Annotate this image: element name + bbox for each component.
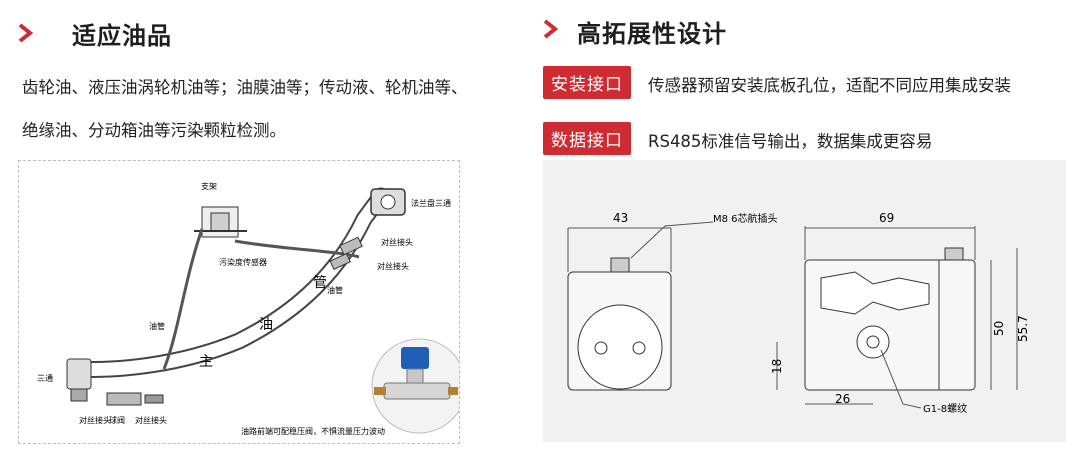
dim-height-outer: 55.7 — [1016, 315, 1030, 342]
tag-install-interface: 安装接口 — [543, 66, 631, 99]
label-ball-valve: 球阀 — [109, 415, 125, 425]
label-oil-pipe-left: 油管 — [149, 321, 165, 331]
dimension-drawing: 43 M8 6芯航插头 69 50 55.7 18 26 G1-8螺纹 — [543, 160, 1066, 442]
oil-types-line-1: 齿轮油、液压油涡轮机油等；油膜油等；传动液、轮机油等、 — [22, 78, 468, 97]
ball-valve-fitting — [106, 392, 164, 406]
dim-side-width: 69 — [879, 211, 894, 225]
oil-types-line-2: 绝缘油、分动箱油等污染颗粒检测。 — [22, 121, 286, 140]
side-view — [776, 226, 1018, 409]
flange-tee-fitting — [370, 188, 406, 216]
main-pipe-char-1: 主 — [199, 354, 213, 370]
install-interface-text: 传感器预留安装底板孔位，适配不同应用集成安装 — [648, 76, 1011, 95]
label-connector-c: 对丝接头 — [79, 415, 111, 425]
section-title-extensibility: 高拓展性设计 — [577, 20, 727, 48]
chevron-right-icon — [18, 23, 34, 43]
label-connector-a: 对丝接头 — [381, 237, 413, 247]
thread-label: G1-8螺纹 — [923, 402, 967, 415]
data-interface-text: RS485标准信号输出，数据集成更容易 — [648, 132, 933, 151]
tee-fitting — [66, 358, 92, 402]
connector-label: M8 6芯航插头 — [713, 212, 778, 225]
front-view — [567, 221, 714, 391]
diagram-note: 油路前端可配稳压阀，不惧流量压力波动 — [241, 426, 385, 436]
pressure-valve-inset — [371, 338, 467, 434]
main-pipe-char-3: 管 — [313, 275, 327, 291]
section-title-oil-types: 适应油品 — [72, 22, 172, 50]
dim-port-height: 18 — [770, 359, 784, 374]
label-connector-d: 对丝接头 — [135, 415, 167, 425]
label-connector-b: 对丝接头 — [377, 261, 409, 271]
dim-port-offset: 26 — [835, 392, 850, 406]
tag-data-interface: 数据接口 — [543, 122, 631, 155]
label-oil-pipe-upper: 油管 — [327, 285, 343, 295]
main-pipe-char-2: 油 — [259, 317, 273, 333]
chevron-right-icon — [543, 19, 559, 39]
pollution-sensor-drawing — [194, 206, 247, 238]
dim-height-inner: 50 — [992, 321, 1006, 336]
dim-front-width: 43 — [613, 211, 628, 225]
installation-diagram: 主 油 管 支架 污染度传感器 法兰盘三通 对丝接头 对丝接头 油管 油管 三通… — [18, 160, 467, 444]
label-flange-tee: 法兰盘三通 — [411, 198, 451, 208]
label-sensor: 污染度传感器 — [219, 257, 267, 267]
label-support: 支架 — [201, 181, 217, 191]
label-tee: 三通 — [37, 373, 53, 383]
